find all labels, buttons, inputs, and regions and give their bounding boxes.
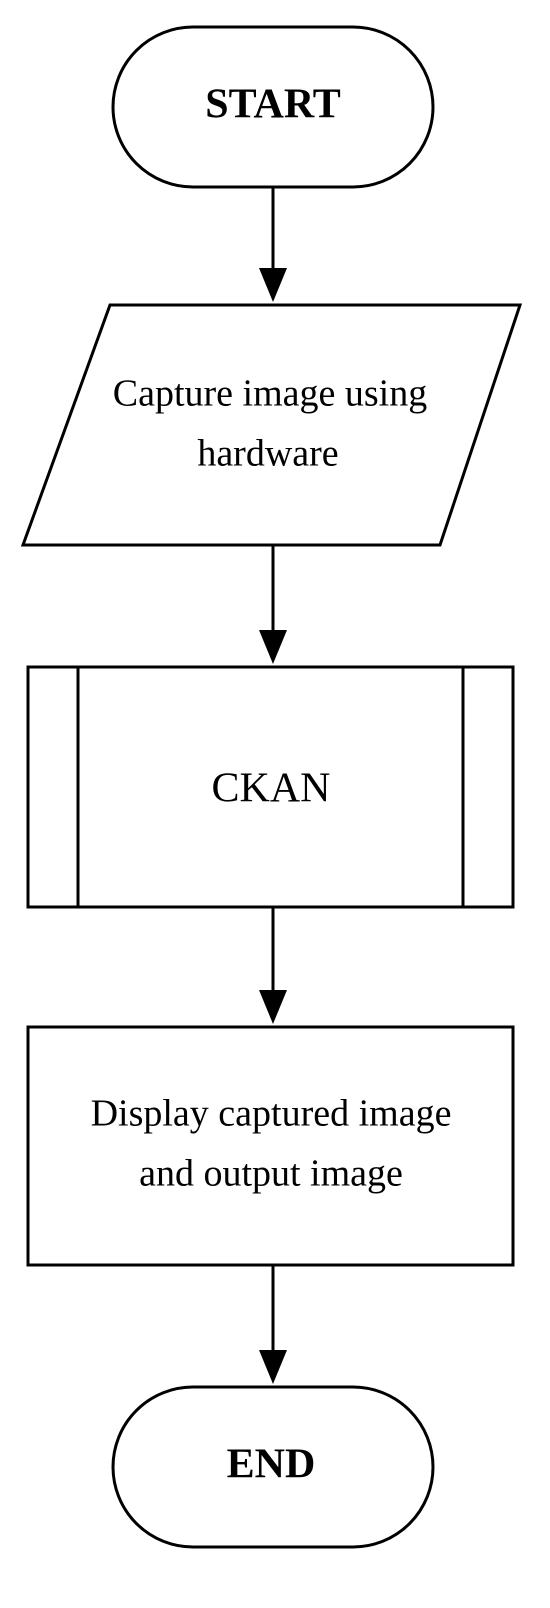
capture-label-line-1: Capture image using [113,373,427,415]
process-node: CKAN [26,665,515,909]
process-shape [26,665,515,909]
start-label: START [205,82,340,128]
process-label: CKAN [211,766,330,812]
end-node: END [111,1385,435,1549]
capture-node: Capture image using hardware [20,303,523,547]
display-label-line-1: Display captured image [91,1093,452,1135]
arrowhead [259,268,287,302]
capture-label-line-2: hardware [197,433,338,475]
arrowhead [259,1350,287,1384]
connector-process-to-display [259,907,287,1024]
connector-display-to-end [259,1265,287,1384]
connector-start-to-capture [259,187,287,302]
arrowhead [259,990,287,1024]
end-label: END [227,1442,316,1488]
end-terminator-shape [111,1385,435,1549]
display-label-line-2: and output image [139,1153,403,1195]
capture-io-shape [20,303,523,547]
display-process-shape [26,1025,515,1267]
start-node: START [111,25,435,189]
display-node: Display captured image and output image [26,1025,515,1267]
connector-capture-to-process [259,545,287,664]
arrowhead [259,630,287,664]
